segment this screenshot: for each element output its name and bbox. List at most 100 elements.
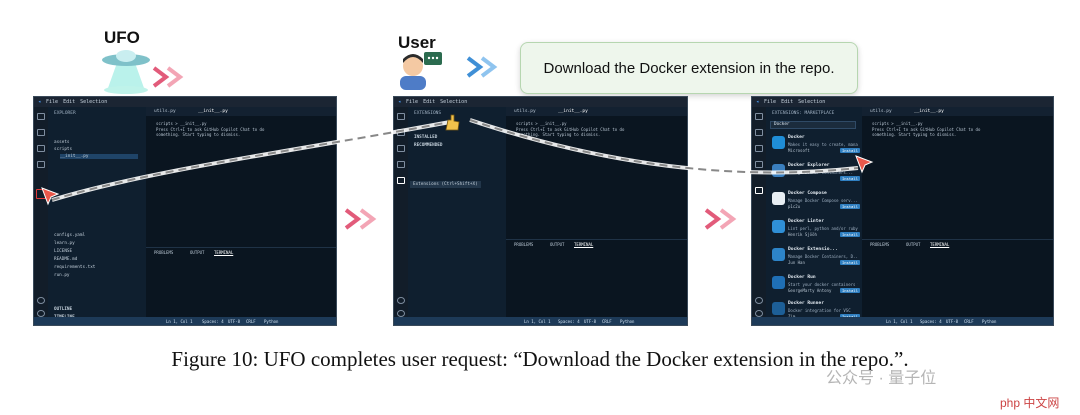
outline-section[interactable]: OUTLINE bbox=[54, 307, 73, 312]
status-language[interactable]: Python bbox=[264, 318, 279, 324]
status-position[interactable]: Ln 1, Col 1 bbox=[166, 318, 193, 324]
tab-init[interactable]: __init__.py bbox=[198, 109, 228, 114]
menu-file[interactable]: File bbox=[764, 99, 777, 105]
run-debug-icon[interactable] bbox=[755, 161, 763, 168]
menu-edit[interactable]: Edit bbox=[781, 99, 794, 105]
tree-item[interactable]: assets bbox=[54, 140, 70, 145]
explorer-icon[interactable] bbox=[37, 113, 45, 120]
tab-terminal[interactable]: TERMINAL bbox=[214, 250, 234, 255]
extension-list-item[interactable]: Docker Runner Docker integration for VSC… bbox=[770, 299, 862, 324]
install-button[interactable]: Install bbox=[839, 204, 860, 209]
tree-item[interactable]: configs.yaml bbox=[54, 233, 86, 238]
tree-item[interactable]: learn.py bbox=[54, 241, 75, 246]
extension-publisher: p1c2u bbox=[788, 204, 801, 209]
install-button[interactable]: Install bbox=[839, 288, 860, 293]
tree-item-selected[interactable]: __init__.py bbox=[60, 154, 138, 159]
status-encoding[interactable]: UTF-8 bbox=[584, 318, 597, 324]
tab-terminal[interactable]: TERMINAL bbox=[930, 242, 950, 247]
account-icon[interactable] bbox=[37, 297, 45, 304]
run-debug-icon[interactable] bbox=[397, 161, 405, 168]
extensions-search-input[interactable]: Docker bbox=[770, 121, 856, 129]
settings-gear-icon[interactable] bbox=[755, 310, 763, 317]
explorer-icon[interactable] bbox=[755, 113, 763, 120]
docker-icon bbox=[772, 136, 785, 149]
extension-list-item[interactable]: Docker Compose Manage Docker Compose ser… bbox=[770, 189, 862, 214]
hand-cursor-icon bbox=[445, 114, 460, 131]
status-eol[interactable]: CRLF bbox=[246, 318, 256, 324]
vscode-window-explorer: ◂ File Edit Selection EXPLORER assets sc… bbox=[33, 96, 337, 326]
account-icon[interactable] bbox=[755, 297, 763, 304]
status-language[interactable]: Python bbox=[620, 318, 635, 324]
tree-item[interactable]: requirements.txt bbox=[54, 265, 96, 270]
source-control-icon[interactable] bbox=[397, 145, 405, 152]
docker-icon bbox=[772, 248, 785, 261]
menu-edit[interactable]: Edit bbox=[63, 99, 76, 105]
status-position[interactable]: Ln 1, Col 1 bbox=[886, 318, 913, 324]
menu-selection[interactable]: Selection bbox=[80, 99, 108, 105]
status-spaces[interactable]: Spaces: 4 bbox=[202, 318, 224, 324]
extension-name: Docker Run bbox=[788, 275, 816, 280]
tab-output[interactable]: OUTPUT bbox=[190, 250, 205, 255]
status-spaces[interactable]: Spaces: 4 bbox=[920, 318, 942, 324]
tab-output[interactable]: OUTPUT bbox=[906, 242, 921, 247]
recommended-section[interactable]: RECOMMENDED bbox=[414, 143, 443, 148]
site-watermark: php 中文网 bbox=[1000, 396, 1060, 410]
install-button[interactable]: Install bbox=[839, 260, 860, 265]
install-button[interactable]: Install bbox=[839, 314, 860, 319]
tab-output[interactable]: OUTPUT bbox=[550, 242, 565, 247]
tree-item[interactable]: LICENSE bbox=[54, 249, 73, 254]
editor-tabs: utils.py __init__.py bbox=[146, 107, 336, 116]
status-bar: Ln 1, Col 1 Spaces: 4 UTF-8 CRLF Python bbox=[752, 317, 1053, 325]
install-button[interactable]: Install bbox=[839, 232, 860, 237]
install-button[interactable]: Install bbox=[839, 148, 860, 153]
sidebar-title: EXPLORER bbox=[54, 111, 76, 116]
installed-section[interactable]: INSTALLED bbox=[414, 135, 438, 140]
tab-utils[interactable]: utils.py bbox=[870, 109, 892, 114]
status-language[interactable]: Python bbox=[982, 318, 997, 324]
source-control-icon[interactable] bbox=[755, 145, 763, 152]
extension-list-item[interactable]: Docker Makes it easy to create, mana... … bbox=[770, 133, 862, 158]
tree-item[interactable]: run.py bbox=[54, 273, 70, 278]
menu-edit[interactable]: Edit bbox=[423, 99, 436, 105]
menu-selection[interactable]: Selection bbox=[440, 99, 468, 105]
title-bar: ◂ File Edit Selection bbox=[394, 97, 687, 107]
status-spaces[interactable]: Spaces: 4 bbox=[558, 318, 580, 324]
source-control-icon[interactable] bbox=[37, 145, 45, 152]
explorer-sidebar: EXPLORER assets scripts __init__.py conf… bbox=[48, 107, 146, 320]
editor-tabs: utils.py __init__.py bbox=[862, 107, 1053, 116]
install-button[interactable]: Install bbox=[839, 176, 860, 181]
menu-selection[interactable]: Selection bbox=[798, 99, 826, 105]
status-eol[interactable]: CRLF bbox=[602, 318, 612, 324]
tab-init[interactable]: __init__.py bbox=[558, 109, 588, 114]
tree-item[interactable]: scripts bbox=[54, 147, 73, 152]
run-debug-icon[interactable] bbox=[37, 161, 45, 168]
settings-gear-icon[interactable] bbox=[397, 310, 405, 317]
settings-gear-icon[interactable] bbox=[37, 310, 45, 317]
tree-item[interactable]: README.md bbox=[54, 257, 78, 262]
status-encoding[interactable]: UTF-8 bbox=[946, 318, 959, 324]
search-icon[interactable] bbox=[37, 129, 45, 136]
menu-file[interactable]: File bbox=[406, 99, 419, 105]
extensions-icon[interactable] bbox=[397, 177, 405, 184]
explorer-icon[interactable] bbox=[397, 113, 405, 120]
breadcrumb: scripts > __init__.py bbox=[872, 121, 923, 126]
status-eol[interactable]: CRLF bbox=[964, 318, 974, 324]
extension-list-item[interactable]: Docker Run Start your docker containers … bbox=[770, 273, 862, 298]
status-position[interactable]: Ln 1, Col 1 bbox=[524, 318, 551, 324]
tab-utils[interactable]: utils.py bbox=[154, 109, 176, 114]
tab-terminal[interactable]: TERMINAL bbox=[574, 242, 594, 247]
tab-problems[interactable]: PROBLEMS bbox=[154, 250, 174, 255]
tab-utils[interactable]: utils.py bbox=[514, 109, 536, 114]
status-encoding[interactable]: UTF-8 bbox=[228, 318, 241, 324]
account-icon[interactable] bbox=[397, 297, 405, 304]
extension-list-item[interactable]: Docker Linter Lint perl, python and/or r… bbox=[770, 217, 862, 242]
tab-problems[interactable]: PROBLEMS bbox=[870, 242, 890, 247]
status-bar: Ln 1, Col 1 Spaces: 4 UTF-8 CRLF Python bbox=[34, 317, 336, 325]
search-icon[interactable] bbox=[755, 129, 763, 136]
extensions-icon[interactable] bbox=[755, 187, 763, 194]
extension-publisher: Microsoft bbox=[788, 148, 810, 153]
tab-init[interactable]: __init__.py bbox=[914, 109, 944, 114]
extension-list-item[interactable]: Docker Extensio... Manage Docker Contain… bbox=[770, 245, 862, 270]
tab-problems[interactable]: PROBLEMS bbox=[514, 242, 534, 247]
menu-file[interactable]: File bbox=[46, 99, 59, 105]
